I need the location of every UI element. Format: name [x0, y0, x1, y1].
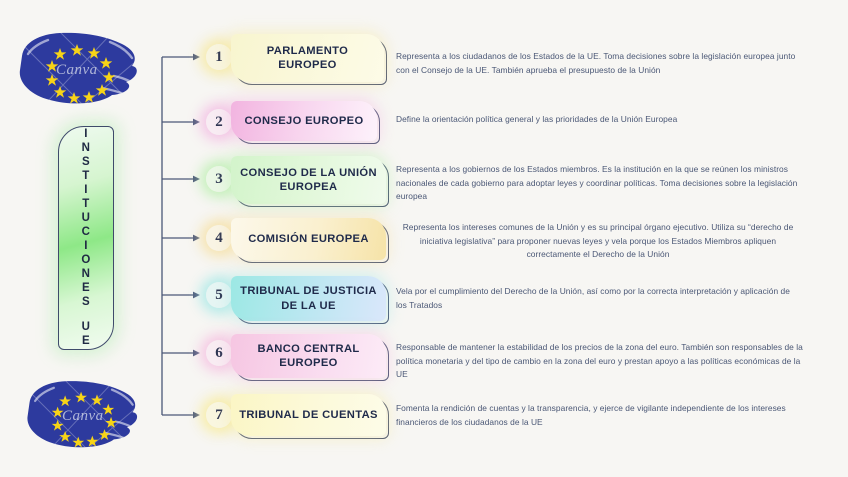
institution-label-4: COMISIÓN EUROPEA	[248, 232, 369, 245]
eu-flag-brush-logo-top: Canva	[14, 26, 142, 112]
institutions-title-pill: I N S T I T U C I O N E S U E	[58, 126, 114, 350]
institution-label-7: TRIBUNAL DE CUENTAS	[239, 408, 378, 421]
institution-description-3: Representa a los gobiernos de los Estado…	[396, 164, 798, 202]
box-fill: COMISIÓN EUROPEA	[231, 218, 386, 260]
box-fill: PARLAMENTO EUROPEO	[231, 34, 384, 82]
eu-flag-brush-logo-bottom: Canva	[22, 366, 142, 464]
pill-letter: N	[81, 141, 91, 154]
institution-description-5: Vela por el cumplimiento del Derecho de …	[396, 286, 790, 310]
eu-stars	[51, 391, 117, 448]
item-number-2: 2	[206, 109, 232, 135]
item-number-3: 3	[206, 166, 232, 192]
institution-description-1: Representa a los ciudadanos de los Estad…	[396, 51, 796, 75]
pill-letter: U	[81, 211, 91, 224]
item-number-6: 6	[206, 340, 232, 366]
institution-box-4[interactable]: COMISIÓN EUROPEA	[231, 218, 389, 263]
item-number-5: 5	[206, 282, 232, 308]
institution-label-3: CONSEJO DE LA UNIÓN EUROPEA	[240, 166, 377, 193]
pill-letter: I	[84, 239, 88, 252]
institution-box-1[interactable]: PARLAMENTO EUROPEO	[231, 34, 387, 85]
box-fill: CONSEJO DE LA UNIÓN EUROPEA	[231, 156, 386, 204]
eu-flag-brush-svg	[19, 32, 137, 104]
pill-letter: U	[81, 321, 91, 333]
box-fill: CONSEJO EUROPEO	[231, 101, 377, 141]
pill-letter: T	[82, 197, 90, 210]
box-fill: TRIBUNAL DE CUENTAS	[231, 394, 386, 436]
institution-label-5: TRIBUNAL DE JUSTICIA DE LA UE	[240, 285, 377, 312]
pill-letter: T	[82, 169, 90, 182]
institution-label-1: PARLAMENTO EUROPEO	[266, 44, 349, 71]
institution-box-3[interactable]: CONSEJO DE LA UNIÓN EUROPEA	[231, 156, 389, 207]
box-fill: BANCO CENTRAL EUROPEO	[231, 334, 386, 378]
pill-letter: S	[81, 295, 91, 308]
pill-letter: N	[81, 267, 91, 280]
item-number-4: 4	[206, 225, 232, 251]
pill-letter: I	[84, 183, 88, 196]
eu-stars	[45, 44, 116, 104]
institutions-title-text: I N S T I T U C I O N E S U E	[59, 127, 113, 349]
pill-letter: E	[81, 281, 91, 294]
item-number-1: 1	[206, 44, 232, 70]
pill-letter: I	[84, 127, 88, 140]
institution-box-2[interactable]: CONSEJO EUROPEO	[231, 101, 380, 144]
pill-letter: O	[81, 253, 91, 266]
institution-box-7[interactable]: TRIBUNAL DE CUENTAS	[231, 394, 389, 439]
pill-letter: S	[81, 155, 91, 168]
pill-letter: E	[81, 335, 91, 347]
institution-description-4: Representa los intereses comunes de la U…	[402, 222, 794, 260]
institution-label-2: CONSEJO EUROPEO	[244, 114, 364, 127]
institution-box-5[interactable]: TRIBUNAL DE JUSTICIA DE LA UE	[231, 276, 389, 324]
institution-description-2: Define la orientación política general y…	[396, 114, 678, 124]
eu-flag-brush-svg	[27, 381, 138, 448]
institution-description-7: Fomenta la rendición de cuentas y la tra…	[396, 403, 786, 427]
pill-letter: C	[81, 225, 91, 238]
box-fill: TRIBUNAL DE JUSTICIA DE LA UE	[231, 276, 386, 321]
item-number-7: 7	[206, 402, 232, 428]
institution-description-6: Responsable de mantener la estabilidad d…	[396, 342, 803, 380]
institution-label-6: BANCO CENTRAL EUROPEO	[257, 342, 360, 369]
institution-box-6[interactable]: BANCO CENTRAL EUROPEO	[231, 334, 389, 381]
